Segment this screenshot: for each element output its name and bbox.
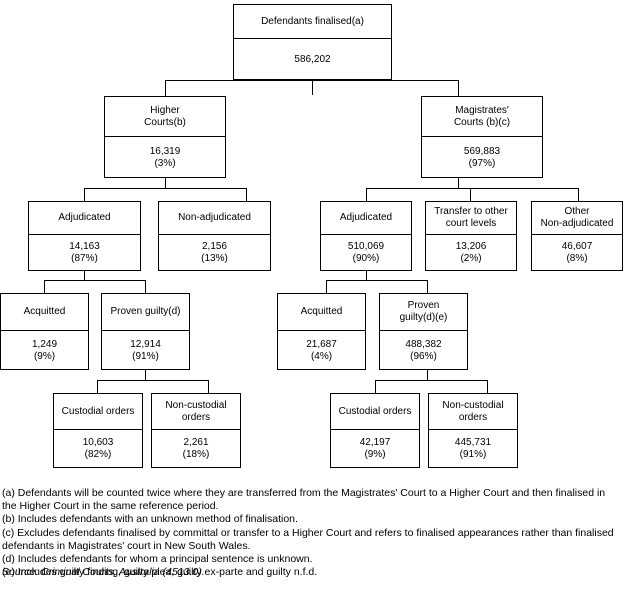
connector-h-guilty-to-custodial xyxy=(97,380,98,393)
connector-m-guilty-bus xyxy=(375,380,488,381)
node-higher-proven-guilty: Proven guilty(d) 12,914 (91%) xyxy=(101,293,190,370)
connector-root-to-higher xyxy=(165,80,166,96)
connector-m-adjudicated-stem xyxy=(366,271,367,281)
connector-root-to-magistrates xyxy=(458,80,459,96)
node-value: 12,914 (91%) xyxy=(130,338,161,362)
node-transfer-other-court-levels: Transfer to other court levels 13,206 (2… xyxy=(425,201,517,271)
connector-h-adjudicated-to-guilty xyxy=(145,280,146,293)
node-label: Custodial orders xyxy=(331,394,419,430)
node-higher-courts: Higher Courts(b) 16,319 (3%) xyxy=(104,96,226,178)
footnotes-block: (a) Defendants will be counted twice whe… xyxy=(2,487,620,579)
node-label: Non-adjudicated xyxy=(159,202,270,235)
connector-m-guilty-stem xyxy=(427,370,428,381)
node-label: Other Non-adjudicated xyxy=(532,202,622,235)
connector-magistrates-to-other xyxy=(578,188,579,201)
footnote-d: (d) Includes defendants for whom a princ… xyxy=(2,553,313,566)
connector-h-adjudicated-stem xyxy=(84,271,85,281)
footnote-a: (a) Defendants will be counted twice whe… xyxy=(2,487,606,513)
node-label: Adjudicated xyxy=(29,202,140,235)
node-label: Higher Courts(b) xyxy=(105,97,225,137)
node-magistrates-custodial-orders: Custodial orders 42,197 (9%) xyxy=(330,393,420,468)
source-note: Source: Criminal Courts, Australia (4513… xyxy=(2,566,205,578)
node-value: 16,319 (3%) xyxy=(149,145,181,169)
connector-h-adjudicated-bus xyxy=(44,280,146,281)
node-value: 14,163 (87%) xyxy=(69,241,100,264)
node-value: 46,607 (8%) xyxy=(561,241,593,264)
connector-magistrates-to-transfer xyxy=(470,188,471,201)
node-value: 586,202 xyxy=(294,53,331,65)
node-higher-non-custodial-orders: Non-custodial orders 2,261 (18%) xyxy=(151,393,241,468)
connector-m-guilty-to-custodial xyxy=(375,380,376,393)
node-label: Acquitted xyxy=(278,294,365,331)
node-label: Magistrates' Courts (b)(c) xyxy=(422,97,542,137)
node-higher-adjudicated: Adjudicated 14,163 (87%) xyxy=(28,201,141,271)
node-magistrates-proven-guilty: Proven guilty(d)(e) 488,382 (96%) xyxy=(379,293,468,370)
node-label: Non-custodial orders xyxy=(152,394,240,430)
node-label: Defendants finalised(a) xyxy=(234,5,391,39)
connector-magistrates-stem xyxy=(458,178,459,189)
node-value: 2,261 (18%) xyxy=(182,437,210,460)
footnote-c: (c) Excludes defendants finalised by com… xyxy=(2,526,614,552)
connector-m-adjudicated-to-acquitted xyxy=(326,280,327,293)
connector-magistrates-to-adjudicated xyxy=(366,188,367,201)
node-value: 510,069 (90%) xyxy=(347,241,385,264)
node-higher-non-adjudicated: Non-adjudicated 2,156 (13%) xyxy=(158,201,271,271)
connector-h-adjudicated-to-acquitted xyxy=(44,280,45,293)
node-label: Custodial orders xyxy=(54,394,142,430)
node-higher-acquitted: Acquitted 1,249 (9%) xyxy=(0,293,89,370)
node-value: 42,197 (9%) xyxy=(359,437,391,460)
node-label: Proven guilty(d) xyxy=(102,294,189,331)
node-label: Transfer to other court levels xyxy=(426,202,516,235)
node-label: Non-custodial orders xyxy=(429,394,517,430)
node-value: 569,883 (97%) xyxy=(463,145,501,169)
connector-higher-stem xyxy=(165,178,166,189)
node-magistrates-adjudicated: Adjudicated 510,069 (90%) xyxy=(320,201,412,271)
connector-magistrates-bus xyxy=(366,188,579,189)
connector-m-adjudicated-to-guilty xyxy=(427,280,428,293)
connector-higher-to-adjudicated xyxy=(84,188,85,201)
connector-m-adjudicated-bus xyxy=(326,280,428,281)
node-magistrates-courts: Magistrates' Courts (b)(c) 569,883 (97%) xyxy=(421,96,543,178)
node-value: 1,249 (9%) xyxy=(31,338,58,362)
node-other-non-adjudicated: Other Non-adjudicated 46,607 (8%) xyxy=(531,201,623,271)
node-magistrates-non-custodial-orders: Non-custodial orders 445,731 (91%) xyxy=(428,393,518,468)
footnote-e: (e) Includes guilty finding, guilty plea… xyxy=(2,566,318,579)
node-higher-custodial-orders: Custodial orders 10,603 (82%) xyxy=(53,393,143,468)
connector-higher-to-nonadjudicated xyxy=(246,188,247,201)
node-value: 13,206 (2%) xyxy=(455,241,487,264)
node-value: 21,687 (4%) xyxy=(306,338,337,362)
node-defendants-finalised: Defendants finalised(a) 586,202 xyxy=(233,4,392,80)
footnote-b: (b) Includes defendants with an unknown … xyxy=(2,513,298,526)
node-magistrates-acquitted: Acquitted 21,687 (4%) xyxy=(277,293,366,370)
node-value: 488,382 (96%) xyxy=(405,338,442,362)
connector-higher-bus xyxy=(84,188,247,189)
node-value: 445,731 (91%) xyxy=(454,437,492,460)
connector-h-guilty-to-noncustodial xyxy=(208,380,209,393)
connector-root-bus xyxy=(165,80,459,81)
node-label: Acquitted xyxy=(1,294,88,331)
node-label: Proven guilty(d)(e) xyxy=(380,294,467,331)
connector-root-stem xyxy=(312,80,313,95)
flowchart-canvas: Defendants finalised(a) 586,202 Higher C… xyxy=(0,4,623,468)
connector-h-guilty-stem xyxy=(145,370,146,381)
node-value: 10,603 (82%) xyxy=(82,437,114,460)
connector-h-guilty-bus xyxy=(97,380,209,381)
connector-m-guilty-to-noncustodial xyxy=(487,380,488,393)
node-value: 2,156 (13%) xyxy=(201,241,228,264)
node-label: Adjudicated xyxy=(321,202,411,235)
